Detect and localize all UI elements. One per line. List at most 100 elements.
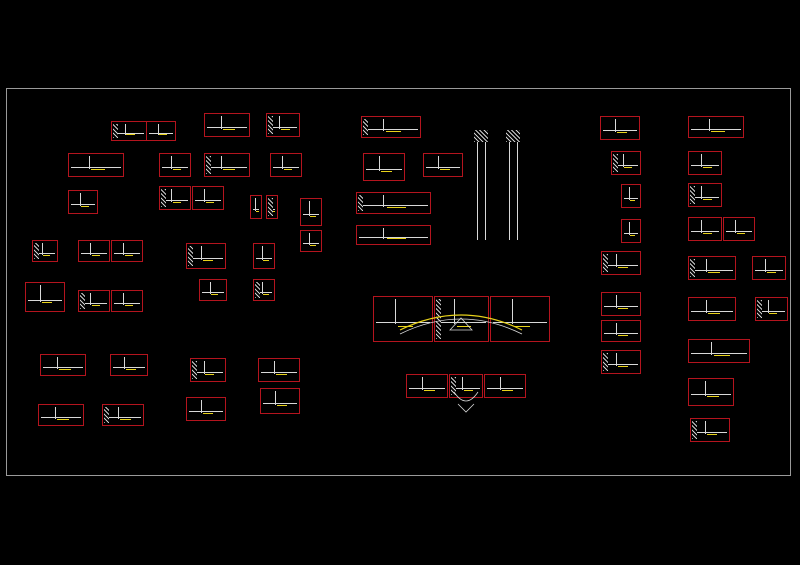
wall-line	[123, 293, 124, 305]
accent-mark	[630, 235, 635, 236]
ceiling-line	[105, 417, 141, 418]
detail-panel[interactable]	[688, 217, 722, 241]
detail-panel[interactable]	[688, 256, 736, 280]
accent-mark	[125, 305, 133, 306]
detail-panel[interactable]	[78, 240, 110, 262]
detail-panel[interactable]	[688, 339, 750, 363]
detail-panel[interactable]	[266, 113, 300, 137]
detail-panel[interactable]	[38, 404, 84, 426]
detail-panel[interactable]	[199, 279, 227, 301]
detail-panel[interactable]	[253, 243, 275, 269]
detail-panel[interactable]	[449, 374, 483, 398]
detail-panel[interactable]	[600, 116, 640, 140]
detail-panel[interactable]	[601, 320, 641, 342]
accent-mark	[703, 199, 712, 200]
chandelier-lower	[453, 391, 479, 402]
ceiling-line	[81, 253, 107, 254]
wall-line	[705, 421, 706, 434]
detail-panel[interactable]	[406, 374, 448, 398]
detail-panel[interactable]	[258, 358, 300, 382]
detail-panel[interactable]	[270, 153, 302, 177]
wall-line	[768, 300, 769, 313]
detail-panel[interactable]	[601, 251, 641, 275]
detail-panel[interactable]	[484, 374, 526, 398]
detail-panel[interactable]	[186, 243, 226, 269]
detail-panel[interactable]	[204, 153, 250, 177]
detail-panel[interactable]	[373, 296, 433, 342]
accent-mark	[714, 355, 730, 356]
column-line	[477, 142, 478, 240]
detail-panel[interactable]	[356, 192, 431, 214]
detail-panel[interactable]	[752, 256, 786, 280]
detail-panel[interactable]	[688, 378, 734, 406]
detail-panel[interactable]	[192, 186, 224, 210]
ceiling-line	[359, 237, 428, 238]
accent-mark	[457, 326, 471, 327]
ceiling-line	[162, 167, 188, 168]
column-hatch	[474, 130, 488, 142]
column-line	[517, 142, 518, 240]
accent-mark	[203, 413, 213, 414]
detail-panel[interactable]	[755, 297, 788, 321]
masonry-hatch	[113, 124, 118, 138]
detail-panel[interactable]	[266, 195, 278, 219]
detail-panel[interactable]	[25, 282, 65, 312]
accent-mark	[464, 390, 473, 391]
detail-panel[interactable]	[159, 186, 191, 210]
detail-panel[interactable]	[110, 354, 148, 376]
detail-panel[interactable]	[159, 153, 191, 177]
detail-panel[interactable]	[356, 225, 431, 245]
column-line	[509, 142, 510, 240]
ceiling-line	[426, 167, 460, 168]
wall-line	[616, 353, 617, 366]
detail-panel[interactable]	[32, 240, 58, 262]
ceiling-line	[603, 130, 637, 131]
wall-line	[711, 342, 712, 355]
wall-line	[158, 124, 159, 135]
detail-panel[interactable]	[601, 292, 641, 316]
detail-panel[interactable]	[40, 354, 86, 376]
detail-panel[interactable]	[723, 217, 755, 241]
detail-panel[interactable]	[688, 183, 722, 207]
detail-panel[interactable]	[300, 198, 322, 226]
detail-panel[interactable]	[688, 297, 736, 321]
detail-panel[interactable]	[621, 219, 641, 243]
detail-panel[interactable]	[690, 418, 730, 442]
detail-panel[interactable]	[68, 190, 98, 214]
ceiling-line	[114, 253, 140, 254]
accent-mark	[630, 200, 635, 201]
detail-panel[interactable]	[688, 151, 722, 175]
detail-panel[interactable]	[601, 350, 641, 374]
detail-panel[interactable]	[111, 290, 143, 312]
ceiling-line	[755, 270, 783, 271]
accent-mark	[515, 326, 530, 327]
detail-panel[interactable]	[621, 184, 641, 208]
detail-panel[interactable]	[204, 113, 250, 137]
detail-panel[interactable]	[78, 290, 110, 312]
detail-panel[interactable]	[363, 153, 405, 181]
accent-mark	[256, 211, 259, 212]
accent-mark	[708, 313, 720, 314]
detail-panel[interactable]	[688, 116, 744, 138]
detail-panel[interactable]	[423, 153, 463, 177]
detail-panel[interactable]	[300, 230, 322, 252]
ceiling-line	[189, 411, 223, 412]
detail-panel[interactable]	[361, 116, 421, 138]
wall-line	[309, 233, 310, 245]
detail-panel[interactable]	[250, 195, 262, 219]
detail-panel[interactable]	[260, 388, 300, 414]
detail-panel[interactable]	[434, 296, 489, 342]
detail-panel[interactable]	[253, 279, 275, 301]
detail-panel[interactable]	[68, 153, 124, 177]
wall-line	[512, 299, 513, 324]
detail-panel[interactable]	[190, 358, 226, 382]
ceiling-line	[359, 205, 428, 206]
detail-panel[interactable]	[111, 240, 143, 262]
ceiling-line	[437, 322, 486, 323]
detail-panel[interactable]	[186, 397, 226, 421]
detail-panel[interactable]	[102, 404, 144, 426]
detail-panel[interactable]	[611, 151, 641, 175]
detail-panel[interactable]	[146, 121, 176, 141]
